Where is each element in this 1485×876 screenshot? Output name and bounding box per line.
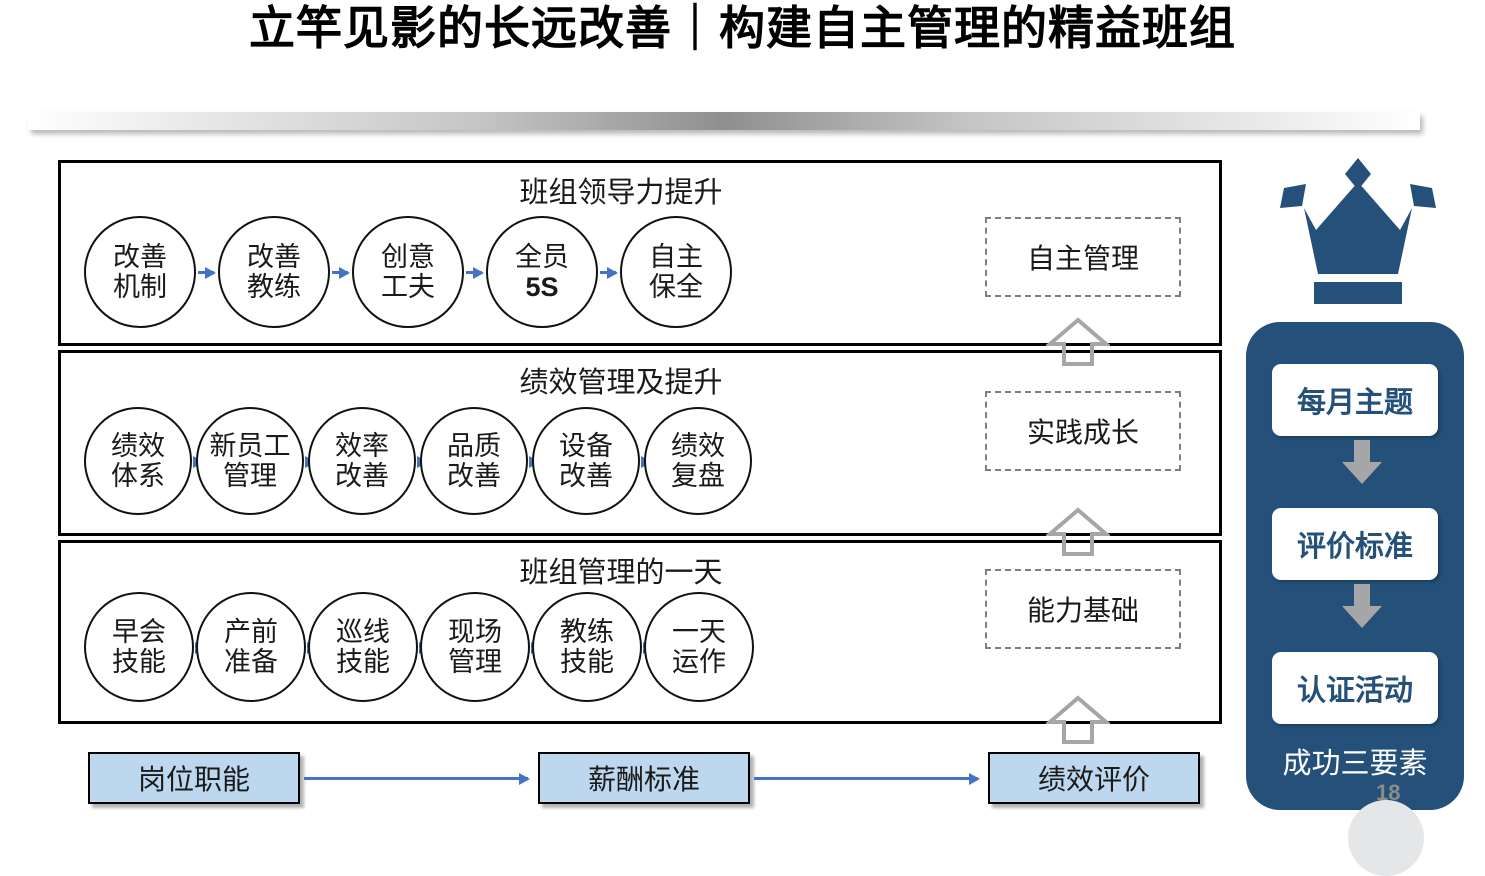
skill-node-line2: 体系 [111, 461, 165, 491]
title-divider [28, 112, 1420, 130]
skill-node-line1: 品质 [447, 430, 501, 461]
foundation-box[interactable]: 薪酬标准 [538, 752, 750, 804]
skill-node[interactable]: 现场管理 [420, 592, 530, 702]
skill-node-line2: 5S [525, 272, 559, 302]
pillar-row-header: 班组管理的一天 [519, 557, 723, 589]
foundation-box[interactable]: 绩效评价 [988, 752, 1200, 804]
skill-node-line1: 早会 [112, 616, 166, 647]
skill-node[interactable]: 绩效复盘 [644, 407, 752, 515]
slide-canvas: 立竿见影的长远改善｜构建自主管理的精益班组 班组领导力提升绩效管理及提升班组管理… [28, 2, 1464, 876]
corner-decoration [1348, 800, 1424, 876]
skill-node-line1: 绩效 [111, 430, 165, 461]
skill-node-line1: 现场 [448, 616, 502, 647]
pillar-row-header: 班组领导力提升 [519, 177, 723, 209]
skill-node-line2: 机制 [113, 272, 167, 302]
skill-node-line2: 管理 [448, 647, 502, 677]
up-arrow-icon [1044, 694, 1112, 746]
pillar-row-header: 绩效管理及提升 [519, 367, 723, 399]
skill-node-line2: 改善 [447, 461, 501, 491]
flow-arrow-icon [754, 772, 980, 785]
skill-node-line2: 改善 [559, 461, 613, 491]
skill-node-line1: 创意 [381, 241, 435, 272]
skill-node-line2: 保全 [649, 272, 703, 302]
success-factors-panel: 每月主题 评价标准 认证活动 成功三要素 [1246, 322, 1464, 810]
skill-node[interactable]: 自主保全 [620, 216, 732, 328]
skill-node-line2: 运作 [672, 647, 726, 677]
skill-node-line2: 技能 [560, 647, 614, 677]
skill-node-line2: 准备 [224, 647, 278, 677]
skill-node-line1: 全员 [515, 241, 569, 272]
skill-node-line2: 技能 [336, 647, 390, 677]
skill-node[interactable]: 效率改善 [308, 407, 416, 515]
down-arrow-icon [1342, 584, 1382, 628]
crown-icon [1258, 152, 1458, 312]
skill-node[interactable]: 产前准备 [196, 592, 306, 702]
skill-node-line1: 新员工 [209, 430, 291, 461]
flow-arrow-icon [304, 772, 530, 785]
panel-card-monthly-theme[interactable]: 每月主题 [1272, 364, 1438, 436]
outcome-box: 自主管理 [985, 217, 1181, 297]
skill-node-line1: 绩效 [671, 430, 725, 461]
skill-node-line2: 改善 [335, 461, 389, 491]
skill-node-line1: 设备 [559, 430, 613, 461]
skill-node[interactable]: 设备改善 [532, 407, 640, 515]
skill-node-line1: 一天 [672, 616, 726, 647]
slide-number: 18 [1376, 780, 1401, 805]
skill-node[interactable]: 早会技能 [84, 592, 194, 702]
down-arrow-icon [1342, 440, 1382, 484]
outcome-box: 实践成长 [985, 391, 1181, 471]
skill-node-line2: 复盘 [671, 461, 725, 491]
flow-arrow-icon [466, 266, 484, 279]
panel-card-evaluation-standard[interactable]: 评价标准 [1272, 508, 1438, 580]
skill-node-line1: 产前 [224, 616, 278, 647]
flow-arrow-icon [600, 266, 618, 279]
skill-node[interactable]: 教练技能 [532, 592, 642, 702]
skill-node-line1: 改善 [247, 241, 301, 272]
skill-node[interactable]: 改善教练 [218, 216, 330, 328]
foundation-box[interactable]: 岗位职能 [88, 752, 300, 804]
skill-node-line2: 教练 [247, 272, 301, 302]
skill-node[interactable]: 品质改善 [420, 407, 528, 515]
panel-footer-label: 成功三要素 [1282, 748, 1428, 780]
skill-node-line2: 技能 [112, 647, 166, 677]
skill-node[interactable]: 创意工夫 [352, 216, 464, 328]
skill-node-line2: 管理 [223, 461, 277, 491]
skill-node[interactable]: 新员工管理 [196, 407, 304, 515]
skill-node[interactable]: 巡线技能 [308, 592, 418, 702]
up-arrow-icon [1044, 316, 1112, 368]
flow-arrow-icon [198, 266, 216, 279]
skill-node-line1: 改善 [113, 241, 167, 272]
skill-node[interactable]: 一天运作 [644, 592, 754, 702]
flow-arrow-icon [332, 266, 350, 279]
page-title: 立竿见影的长远改善｜构建自主管理的精益班组 [249, 2, 1236, 54]
skill-node-line1: 巡线 [336, 616, 390, 647]
outcome-box: 能力基础 [985, 569, 1181, 649]
panel-card-certification-activity[interactable]: 认证活动 [1272, 652, 1438, 724]
skill-node-line1: 自主 [649, 241, 703, 272]
up-arrow-icon [1044, 506, 1112, 558]
skill-node-line2: 工夫 [381, 272, 435, 302]
skill-node[interactable]: 改善机制 [84, 216, 196, 328]
skill-node-line1: 教练 [560, 616, 614, 647]
skill-node[interactable]: 绩效体系 [84, 407, 192, 515]
skill-node-line1: 效率 [335, 430, 389, 461]
